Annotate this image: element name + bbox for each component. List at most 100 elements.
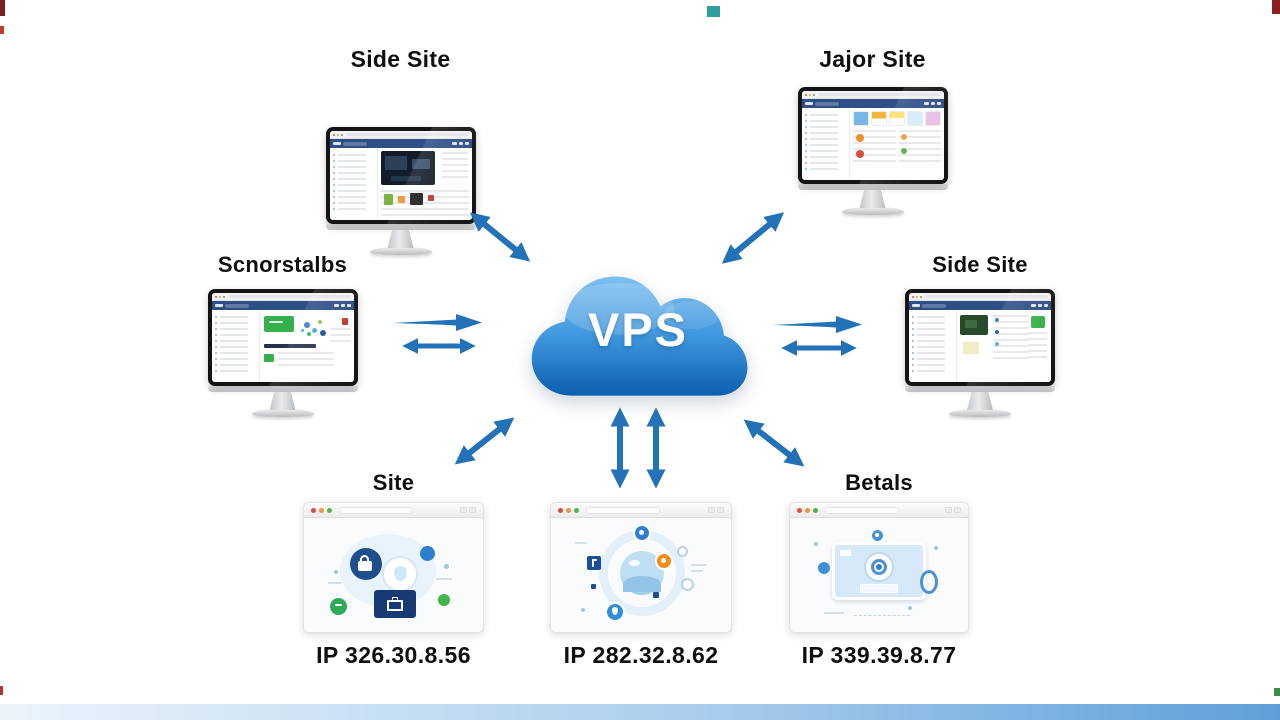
arrow-bottom-center-pair [610,407,666,489]
minimize-icon [566,507,571,513]
close-icon [797,507,802,513]
list-lines [993,315,1029,363]
tablet-button-bar [860,584,898,593]
dark-section-bar [263,344,317,348]
promo-cards-row [852,111,941,126]
browser-chrome [329,131,472,139]
zoom-icon [222,295,225,298]
cloud-mini-icon [629,560,640,566]
minimize-icon [808,93,811,96]
zoom-icon [574,507,579,513]
minimize-icon [805,507,810,513]
monitor-chin [325,224,476,230]
pale-card [963,342,980,354]
arrow-bottom-left [454,417,515,465]
node-bottom-left-label: Site [372,470,415,495]
card-lightblue [906,111,923,126]
card-yellow [888,111,905,126]
monitor-bezel [325,127,476,224]
node-mid-right-label: Side Site [932,252,1028,277]
minimize-icon [319,507,324,513]
node-top-right: Jajor Site [795,46,950,215]
cloud-icon [531,276,748,396]
zoom-icon [340,133,343,136]
illustration-services-ring [551,518,731,632]
feed-lines [380,190,469,218]
monitor-base [251,409,314,417]
monitor-stand [269,392,296,410]
monitor-base [841,207,904,215]
zoom-icon [813,507,818,513]
green-banner-card [263,316,294,332]
monitor-screen [801,91,944,180]
feed-item-green [383,194,393,205]
feed-item-dark [409,193,423,205]
monitor-screen [909,293,1051,382]
node-bottom-center: IP 282.32.8.62 [550,502,732,668]
f-logo-icon [587,556,601,570]
monitor-bezel [207,289,358,386]
vps-cloud: VPS [520,248,756,408]
arrow-bottom-right [743,419,805,467]
close-icon [332,133,335,136]
arrow-top-left [469,212,531,262]
search-field [922,303,946,308]
search-field [342,141,367,146]
monitor-stand [967,392,993,410]
card-blue [852,111,869,126]
briefcase-icon [374,590,416,618]
feed-item-red [427,195,434,201]
feed-item-orange [397,196,405,203]
url-field [586,506,660,514]
ring-icon [920,570,938,594]
video-thumbnail [380,151,436,185]
post-text-lines [441,152,468,182]
bottom-blue-strip [0,704,1280,720]
close-icon [558,507,563,513]
artifact-bottom-left [0,686,3,695]
sidebar-lines [909,310,958,382]
monitor-stand [859,190,886,208]
node-bottom-right-label: Betals [845,470,913,495]
minimize-icon [916,295,918,298]
node-top-left: Side Site [323,46,478,255]
node-top-left-label: Side Site [350,46,451,72]
minimize-icon [218,295,221,298]
arrow-left-outgoing [392,314,482,331]
sidebar-lines [329,148,378,220]
card-orange [870,111,887,126]
artifact-bottom-right [1274,688,1280,696]
close-icon [311,507,316,513]
search-field [224,303,249,308]
monitor-base [369,247,432,255]
artifact-top-left [0,0,5,16]
monitor-mid-right [905,289,1055,417]
node-bottom-left: Site IP 326. [303,470,484,668]
monitor-screen [211,293,354,382]
close-icon [912,295,914,298]
monitor-top-left [323,127,478,255]
browser-window-site [303,502,484,633]
browser-window-betals [789,502,969,633]
node-mid-right: Side Site [905,252,1055,417]
monitor-screen [329,131,472,220]
zoom-icon [920,295,922,298]
url-field [825,506,899,514]
minimize-icon [336,133,339,136]
search-field [814,101,839,106]
arrow-right-bidirectional [781,339,857,357]
close-icon [804,93,807,96]
monitor-base [949,409,1011,417]
sidebar-lines [801,108,850,180]
arrow-left-bidirectional [402,337,476,355]
ip-address-bottom-center: IP 282.32.8.62 [563,642,719,668]
artifact-top-right [1272,0,1280,14]
zoom-icon [327,507,332,513]
illustration-security [304,518,483,632]
site-navbar [329,139,472,148]
monitor-bezel [797,87,948,184]
close-icon [214,295,217,298]
monitor-top-right [795,87,950,215]
card-pink [924,111,941,126]
